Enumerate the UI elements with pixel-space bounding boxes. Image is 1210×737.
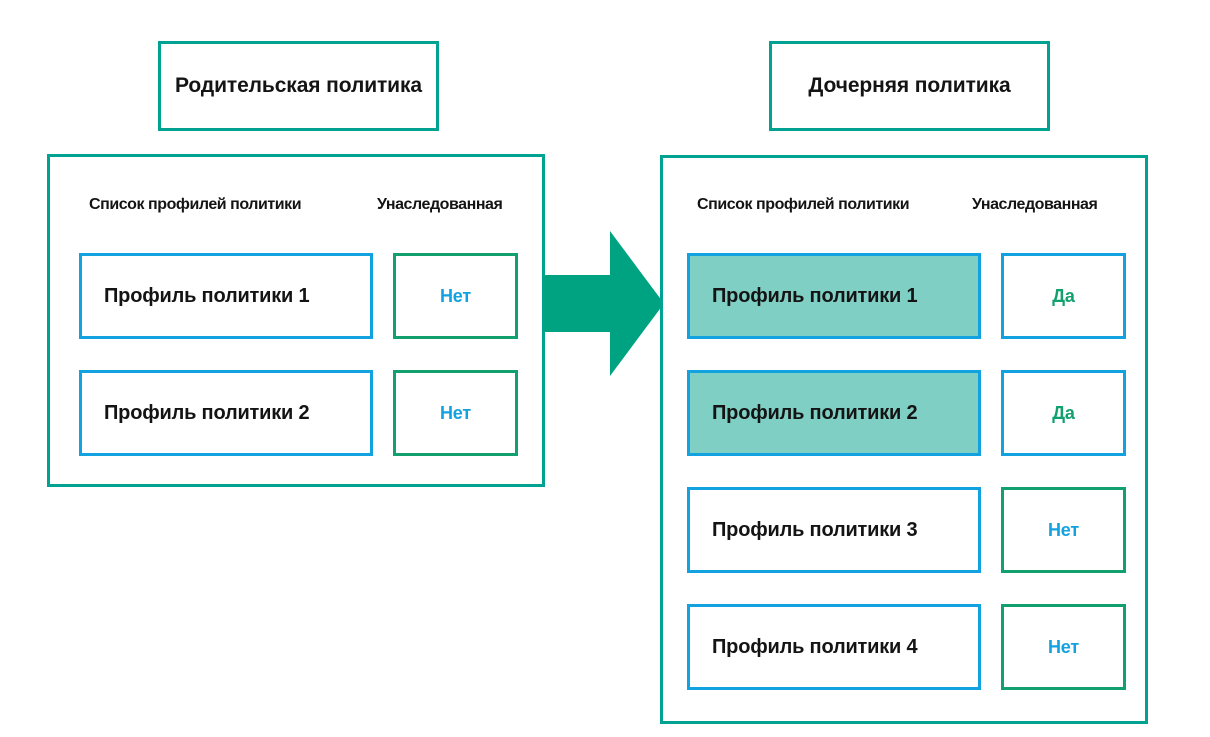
right-arrow-icon (543, 231, 664, 376)
child-inherited-label-4: Нет (1048, 636, 1079, 657)
child-profile-label-3: Профиль политики 3 (712, 518, 918, 541)
parent-policy-title: Родительская политика (175, 73, 422, 97)
parent-policy-title-box: Родительская политика (158, 41, 439, 131)
child-profile-box-1[interactable]: Профиль политики 1 (687, 253, 981, 339)
child-profile-label-1: Профиль политики 1 (712, 284, 918, 307)
child-profile-label-2: Профиль политики 2 (712, 401, 918, 424)
parent-inherited-label-2: Нет (440, 402, 471, 423)
child-profile-box-3[interactable]: Профиль политики 3 (687, 487, 981, 573)
child-inherited-label-2: Да (1052, 402, 1075, 423)
parent-inherited-box-1[interactable]: Нет (393, 253, 518, 339)
child-column-header-profiles: Список профилей политики (697, 196, 910, 213)
parent-profile-label-2: Профиль политики 2 (104, 401, 310, 424)
child-inherited-box-2[interactable]: Да (1001, 370, 1126, 456)
parent-column-header-profiles: Список профилей политики (89, 196, 302, 213)
child-inherited-box-1[interactable]: Да (1001, 253, 1126, 339)
parent-inherited-label-1: Нет (440, 285, 471, 306)
child-policy-title-box: Дочерняя политика (769, 41, 1050, 131)
child-profile-box-2[interactable]: Профиль политики 2 (687, 370, 981, 456)
child-profile-label-4: Профиль политики 4 (712, 635, 918, 658)
child-inherited-box-3[interactable]: Нет (1001, 487, 1126, 573)
child-profile-box-4[interactable]: Профиль политики 4 (687, 604, 981, 690)
parent-profile-label-1: Профиль политики 1 (104, 284, 310, 307)
parent-profile-box-2[interactable]: Профиль политики 2 (79, 370, 373, 456)
parent-profile-box-1[interactable]: Профиль политики 1 (79, 253, 373, 339)
parent-column-header-inherited: Унаследованная (377, 196, 503, 213)
child-inherited-box-4[interactable]: Нет (1001, 604, 1126, 690)
parent-inherited-box-2[interactable]: Нет (393, 370, 518, 456)
child-policy-title: Дочерняя политика (808, 73, 1011, 97)
child-column-header-inherited: Унаследованная (972, 196, 1098, 213)
child-inherited-label-3: Нет (1048, 519, 1079, 540)
child-inherited-label-1: Да (1052, 285, 1075, 306)
